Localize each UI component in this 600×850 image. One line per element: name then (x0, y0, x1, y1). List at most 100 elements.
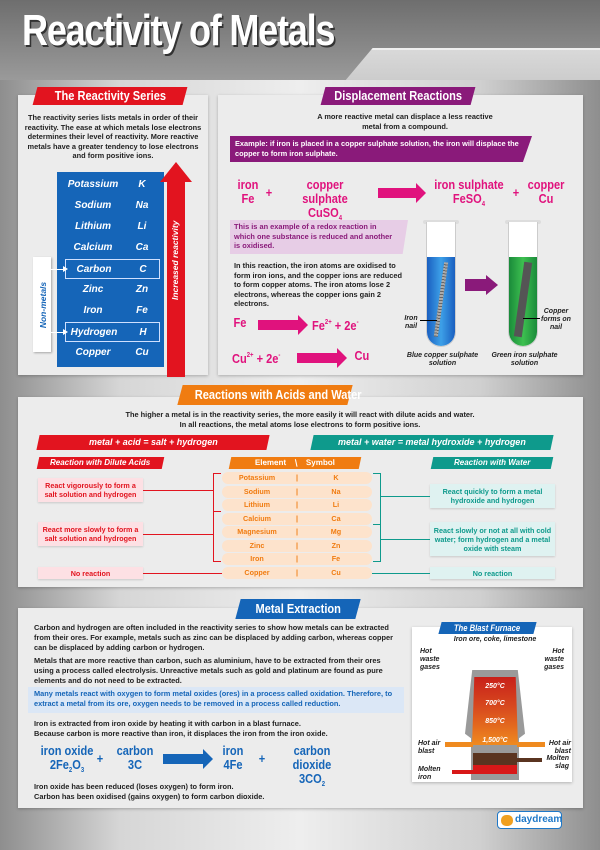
half-eq-2-arrow-icon (297, 348, 347, 368)
water-bracket-icon (373, 561, 381, 562)
logo-icon (501, 815, 513, 826)
displacement-example (230, 136, 532, 162)
eq-iron-sulphate: iron sulphate FeSO4 (434, 177, 504, 209)
increased-reactivity-label: Increased reactivity (170, 220, 180, 300)
half-eq-2-right: Cu (354, 348, 370, 363)
half-eq-1-arrow-icon (258, 315, 308, 335)
copper-pointer-icon (523, 318, 540, 319)
increased-reactivity-arrow-icon (167, 180, 185, 377)
half-eq-2-left: Cu2+ + 2e- (232, 351, 281, 366)
waste-gases-left-label: Hot waste gases (420, 648, 440, 671)
element-row-potassium: Potassium|K (222, 472, 372, 484)
extraction-para-1: Carbon and hydrogen are often included i… (34, 623, 393, 652)
water-bracket-icon (373, 524, 381, 525)
acid-reaction-vigorous: React vigorously to form a salt solution… (38, 478, 143, 502)
molten-iron-label: Molten iron (418, 766, 441, 781)
reaction-arrow-icon (378, 183, 426, 203)
water-reaction-quick: React quickly to form a metal hydroxide … (430, 484, 555, 508)
acid-bracket-icon (213, 473, 221, 474)
redox-note-text: This is an example of a redox reaction i… (234, 222, 393, 251)
iron-outlet (452, 770, 473, 774)
eq-iron-oxide: iron oxide 2Fe2O3 (40, 743, 94, 775)
test-tube-blue (426, 222, 456, 347)
hot-air-left-label: Hot air blast (418, 740, 441, 755)
eq-copper-sulphate: copper sulphate CuSO4 (302, 177, 348, 223)
redox-explanation: In this reaction, the iron atoms are oxi… (234, 261, 402, 309)
extraction-conclusion: Iron oxide has been reduced (loses oxyge… (34, 782, 265, 801)
molten-slag-label: Molten slag (546, 755, 569, 770)
element-row-zinc: Zinc|Zn (222, 540, 372, 552)
molten-slag (473, 753, 517, 765)
water-bracket-icon (380, 496, 430, 497)
page-title: Reactivity of Metals (22, 6, 335, 55)
eq-plus-1: + (265, 185, 273, 200)
furnace-input-label: Iron ore, coke, limestone (453, 636, 537, 643)
eq-plus-3: + (96, 751, 104, 766)
acid-bracket-icon (213, 511, 221, 512)
non-metal-hydrogen-arrow-icon (50, 329, 68, 335)
blue-solution-label: Blue copper sulphate solution (406, 352, 479, 367)
temp-850: 850°C (485, 718, 505, 725)
temp-1500: 1,500°C (482, 737, 508, 744)
water-reaction-slow: React slowly or not at all with cold wat… (430, 522, 555, 556)
element-row-sodium: Sodium|Na (222, 486, 372, 498)
element-row-iron: Iron|Fe (222, 553, 372, 565)
hot-air-left-pipe (445, 742, 473, 747)
eq-carbon-dioxide: carbon dioxide 3CO2 (292, 743, 332, 789)
acid-reaction-slow: React more slowly to form a salt solutio… (38, 522, 143, 546)
furnace-interior (472, 677, 518, 745)
non-metals-label: Non-metals (38, 281, 48, 329)
acids-water-banner: Reactions with Acids and Water (177, 385, 362, 405)
element-row-magnesium: Magnesium|Mg (222, 526, 372, 538)
water-bracket-icon (380, 473, 381, 561)
reactivity-series-description: The reactivity series lists metals in or… (24, 113, 202, 161)
water-bracket-icon (372, 573, 430, 574)
acid-bracket-icon (143, 573, 222, 574)
element-table-header: Element | Symbol (228, 457, 362, 469)
extraction-banner: Metal Extraction (235, 599, 361, 619)
redox-note (230, 220, 408, 254)
water-equation-bar: metal + water = metal hydroxide + hydrog… (310, 435, 554, 450)
increased-reactivity-arrow-head-icon (160, 162, 192, 182)
element-row-lithium: Lithium|Li (222, 499, 372, 511)
non-metal-carbon-arrow-icon (50, 266, 68, 272)
iron-nail-pointer-icon (420, 320, 437, 321)
molten-iron (473, 765, 517, 774)
test-tube-green (508, 222, 538, 347)
slag-outlet (517, 758, 542, 762)
displacement-example-text: Example: if iron is placed in a copper s… (235, 139, 519, 158)
daydream-logo: daydream (497, 811, 562, 829)
iron-nail-label: Iron nail (404, 315, 418, 330)
acid-bracket-icon (143, 490, 213, 491)
temp-250: 250°C (485, 683, 505, 690)
waste-gases-right-label: Hot waste gases (544, 648, 564, 671)
extraction-para-3: Iron is extracted from iron oxide by hea… (34, 719, 328, 738)
acid-bracket-icon (143, 534, 213, 535)
half-eq-1-right: Fe2+ + 2e- (312, 318, 359, 333)
hot-air-right-label: Hot air blast (548, 740, 571, 755)
extraction-para-2: Metals that are more reactive than carbo… (34, 656, 383, 685)
half-eq-1-left: Fe (233, 315, 247, 330)
eq-plus-4: + (258, 751, 266, 766)
temp-700: 700°C (485, 700, 505, 707)
copper-forms-label: Copper forms on nail (541, 308, 571, 331)
acid-reaction-none: No reaction (38, 567, 143, 579)
blast-furnace-banner: The Blast Furnace (438, 622, 537, 634)
reactivity-series-banner: The Reactivity Series (32, 87, 188, 105)
logo-text: daydream (515, 814, 563, 825)
non-metals-tag (33, 257, 51, 352)
water-bracket-icon (380, 539, 430, 540)
oxidation-highlight: Many metals react with oxygen to form me… (28, 687, 404, 713)
acids-water-intro: The higher a metal is in the reactivity … (125, 410, 475, 429)
